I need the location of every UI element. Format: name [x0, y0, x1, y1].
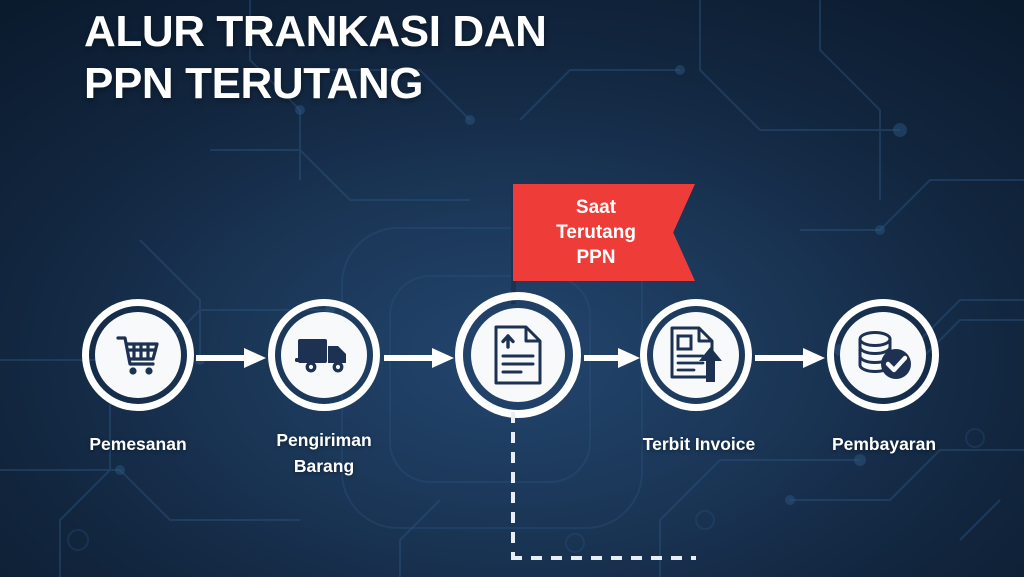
- invoice-arrow-icon: [670, 326, 722, 382]
- arrow-right-icon: [196, 348, 266, 368]
- flow-step-terutang-ppn[interactable]: [455, 292, 581, 418]
- title-line-2: PPN TERUTANG: [84, 59, 424, 108]
- flow-step-terbit-invoice[interactable]: [640, 299, 752, 411]
- dashed-connector-vertical: [511, 412, 515, 560]
- step-ring: [640, 299, 752, 411]
- step-ring: [827, 299, 939, 411]
- step-icon-disc: [471, 308, 565, 402]
- step-ring: [268, 299, 380, 411]
- arrow-right-icon: [755, 348, 825, 368]
- flow-step-pengiriman-barang[interactable]: [268, 299, 380, 411]
- step-ring: [82, 299, 194, 411]
- page-title: ALUR TRANKASI DAN PPN TERUTANG: [84, 6, 784, 110]
- flow-step-pembayaran[interactable]: [827, 299, 939, 411]
- document-upload-icon: [494, 325, 542, 385]
- delivery-truck-icon: [295, 339, 346, 373]
- flow-step-pemesanan[interactable]: [82, 299, 194, 411]
- coins-check-icon: [858, 331, 911, 379]
- step-label-pembayaran: Pembayaran: [831, 434, 937, 454]
- step-icon-disc: [840, 312, 926, 398]
- saat-terutang-ppn-banner: Saat Terutang PPN: [513, 184, 695, 281]
- step-label-pemesanan: Pemesanan: [89, 434, 187, 454]
- step-icon-disc: [653, 312, 739, 398]
- title-line-1: ALUR TRANKASI DAN: [84, 7, 547, 56]
- banner-label: Saat Terutang PPN: [556, 197, 636, 268]
- arrow-right-icon: [384, 348, 454, 368]
- step-label-terbit-invoice: Terbit Invoice: [642, 434, 756, 454]
- step-icon-disc: [281, 312, 367, 398]
- step-ring-highlight: [455, 292, 581, 418]
- arrow-right-icon: [584, 348, 640, 368]
- step-label-pengiriman-barang: Pengiriman Barang: [276, 430, 372, 476]
- dashed-connector-horizontal: [511, 556, 696, 560]
- shopping-cart-icon: [116, 336, 159, 375]
- step-icon-disc: [95, 312, 181, 398]
